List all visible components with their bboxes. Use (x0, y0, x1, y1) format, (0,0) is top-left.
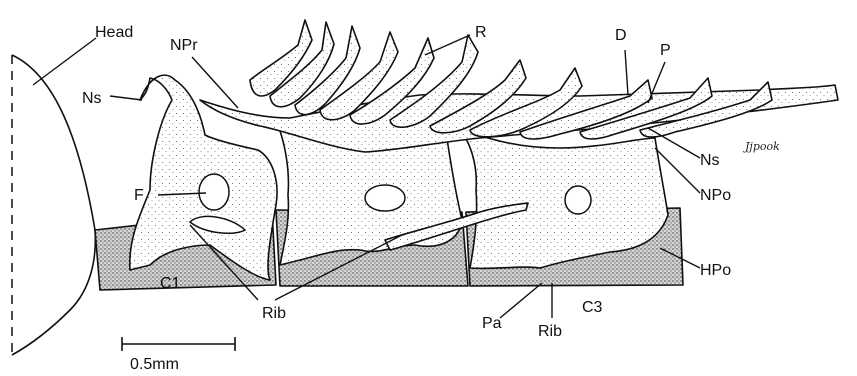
foramen-f (199, 174, 229, 210)
label-f: F (134, 187, 144, 204)
label-hpo: HPo (700, 262, 731, 279)
leader-head (33, 38, 96, 85)
leader-pa (500, 283, 542, 318)
leader-r (425, 35, 470, 55)
arch-2-hole (365, 185, 405, 211)
label-ns-left: Ns (82, 90, 102, 107)
scale-bar-label: 0.5mm (130, 356, 179, 373)
label-c1: C1 (160, 275, 181, 292)
label-npr: NPr (170, 37, 198, 54)
label-d: D (615, 27, 627, 44)
label-r: R (475, 24, 487, 41)
leader-npr (192, 57, 238, 108)
label-rib-right: Rib (538, 323, 562, 340)
scale-bar: 0.5mm (122, 337, 235, 373)
arch-3-hole (565, 186, 591, 214)
label-c3: C3 (582, 299, 603, 316)
leader-d (625, 50, 628, 95)
leader-ns-left (110, 96, 142, 100)
label-rib-left: Rib (262, 305, 286, 322)
neural-arch-3 (458, 128, 668, 268)
label-npo: NPo (700, 187, 731, 204)
label-ns-right: Ns (700, 152, 720, 169)
label-head: Head (95, 24, 133, 41)
label-signature: Jjpook (743, 140, 780, 153)
label-p: P (660, 42, 671, 59)
label-pa: Pa (482, 315, 502, 332)
